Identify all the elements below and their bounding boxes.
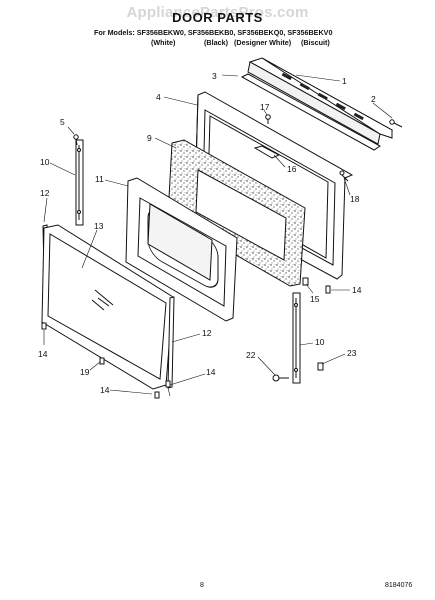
models-line: For Models: SF356BEKW0, SF356BEKB0, SF35… bbox=[94, 28, 333, 37]
callout-3: 3 bbox=[212, 71, 217, 81]
callout-22: 22 bbox=[246, 350, 256, 360]
screws-part-14-glass bbox=[41, 322, 171, 399]
variant-biscuit: (Biscuit) bbox=[301, 38, 330, 47]
callout-1: 1 bbox=[342, 76, 347, 86]
callout-14-left: 14 bbox=[38, 349, 48, 359]
callout-14-bottom: 14 bbox=[100, 385, 110, 395]
left-hinge-part bbox=[75, 139, 84, 226]
clip-part-15 bbox=[302, 277, 309, 286]
callout-10-left: 10 bbox=[40, 157, 50, 167]
document-number: 8184076 bbox=[385, 582, 413, 589]
leader-lines bbox=[43, 74, 393, 397]
callout-12-left: 12 bbox=[40, 188, 50, 198]
screws-part-14-hinge bbox=[325, 285, 331, 294]
screw-part-18 bbox=[339, 170, 349, 182]
callout-23: 23 bbox=[347, 348, 357, 358]
vent-trim-part bbox=[247, 57, 394, 145]
variant-designer-white: (Designer White) bbox=[234, 38, 292, 47]
page-number: 8 bbox=[200, 582, 204, 589]
insulation-part bbox=[167, 139, 306, 287]
page-title: DOOR PARTS bbox=[172, 10, 263, 25]
callout-15: 15 bbox=[310, 294, 320, 304]
callout-14-hinge: 14 bbox=[352, 285, 362, 295]
callout-18: 18 bbox=[350, 194, 360, 204]
callout-16: 16 bbox=[287, 164, 297, 174]
callout-11: 11 bbox=[95, 174, 104, 184]
variant-labels: (White) (Black) (Designer White) (Biscui… bbox=[0, 38, 435, 48]
glass-channel-right-part bbox=[167, 296, 175, 389]
screw-part-5 bbox=[73, 134, 79, 146]
variant-white: (White) bbox=[151, 38, 176, 47]
callout-14-right: 14 bbox=[206, 367, 216, 377]
watermark: AppliancePartsPros.com bbox=[126, 4, 309, 21]
trim-strip-part bbox=[240, 73, 381, 151]
screw-part-22 bbox=[272, 374, 289, 382]
callout-2: 2 bbox=[371, 94, 376, 104]
clip-part-23 bbox=[317, 362, 324, 371]
callout-4: 4 bbox=[156, 92, 161, 102]
right-hinge-part bbox=[292, 292, 301, 384]
screw-part-2 bbox=[389, 119, 403, 128]
callout-17: 17 bbox=[260, 102, 270, 112]
callout-10-right: 10 bbox=[315, 337, 325, 347]
callout-19: 19 bbox=[80, 367, 90, 377]
outer-glass-part bbox=[41, 224, 174, 390]
latch-bracket-part bbox=[253, 145, 281, 159]
callout-9: 9 bbox=[147, 133, 152, 143]
variant-black: (Black) bbox=[204, 38, 228, 47]
inner-door-panel-part bbox=[125, 177, 238, 322]
callout-12-right: 12 bbox=[202, 328, 212, 338]
callout-13: 13 bbox=[94, 221, 104, 231]
screw-part-17 bbox=[265, 114, 271, 124]
callout-5: 5 bbox=[60, 117, 65, 127]
